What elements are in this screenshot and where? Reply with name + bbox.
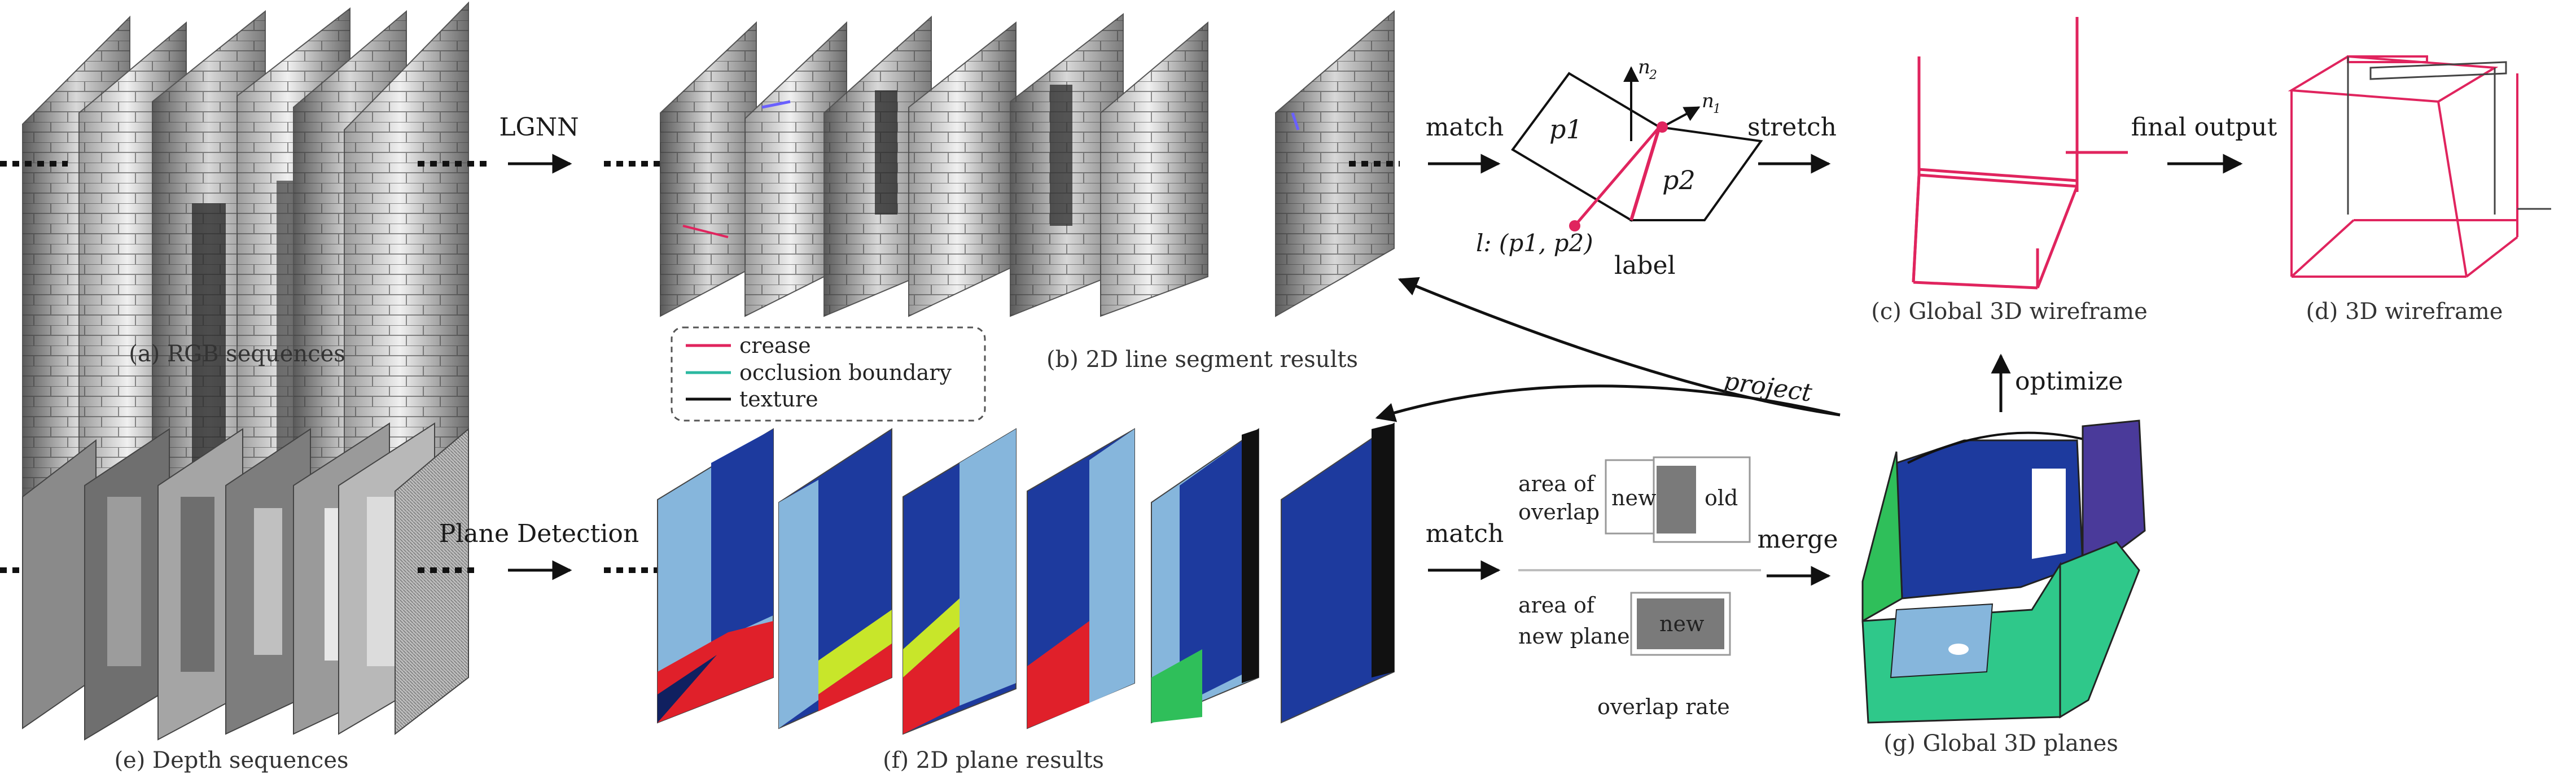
line-frame [1100,21,1208,317]
project-label: project [1721,366,1814,407]
svg-text:occlusion boundary: occlusion boundary [739,360,952,385]
caption-plane-results: (f) 2D plane results [883,747,1104,773]
plane-frame [1151,428,1259,724]
legend-item-crease: crease [686,333,811,358]
area-of-new-plane-label-2: new plane [1518,624,1630,649]
caption-global-3d-planes: (g) Global 3D planes [1883,731,2118,756]
caption-rgb-sequences: (a) RGB sequences [129,341,345,367]
depth-sequence-stack: (e) Depth sequences [0,422,474,773]
caption-global-3d-wireframe: (c) Global 3D wireframe [1871,299,2148,325]
plane-p1-label: p1 [1549,114,1583,145]
optimize-label: optimize [2015,367,2123,396]
line-frame [908,21,1017,317]
stretch-arrow: stretch [1747,113,1837,174]
plane-frame [657,428,774,724]
area-of-overlap-label: area of [1518,471,1596,496]
svg-text:n: n [1702,90,1714,112]
line-frame [1010,12,1124,317]
optimize-arrow: optimize [1991,353,2123,412]
plane-frame [778,428,892,729]
stretch-label: stretch [1747,113,1837,142]
label-caption: label [1614,251,1676,280]
match-top-label: match [1426,113,1504,142]
plane-frame [903,428,1017,735]
line-type-legend: crease occlusion boundary texture [671,326,986,422]
line-frame [660,21,757,317]
svg-text:1: 1 [1713,102,1721,116]
match-bottom-arrow: match [1426,519,1504,580]
plane-p2-label: p2 [1662,165,1696,195]
line-frame [1275,10,1395,317]
lgnn-arrow: LGNN [499,113,579,174]
global-3d-wireframe: (c) Global 3D wireframe [1871,17,2148,325]
plane-detection-label: Plane Detection [439,519,639,548]
line-segment-stack: (b) 2D line segment results [604,10,1400,373]
depth-frame [395,427,469,736]
final-output-arrow: final output [2131,113,2277,174]
final-3d-wireframe: (d) 3D wireframe [2288,55,2551,325]
area-of-new-plane-label: area of [1518,593,1596,618]
plane-result-stack: (f) 2D plane results [604,422,1395,773]
depth-frame [157,428,243,741]
depth-frame [84,428,170,741]
svg-text:crease: crease [739,333,811,358]
overlap-rate-panel: area of overlap new old area of new plan… [1518,456,1761,719]
old-box-label: old [1705,486,1738,510]
normal-n2-label: n 2 [1638,56,1657,82]
match-top-arrow: match [1426,113,1504,174]
legend-item-texture: texture [686,387,818,412]
overlap-rate-label: overlap rate [1597,694,1730,719]
svg-text:2: 2 [1649,68,1657,82]
svg-text:texture: texture [739,387,818,412]
match-bottom-label: match [1426,519,1504,548]
final-output-label: final output [2131,113,2277,142]
new-plane-box-label: new [1659,611,1705,636]
global-3d-planes: (g) Global 3D planes [1861,419,2146,756]
line-frame [823,15,932,317]
depth-frame [225,428,311,735]
caption-3d-wireframe: (d) 3D wireframe [2306,299,2503,325]
plane-frame [1027,428,1135,729]
lgnn-label: LGNN [499,113,579,142]
area-of-overlap-label-2: overlap [1518,500,1600,524]
plane-pair-label-diagram: p1 p2 n 2 n 1 l: (p1, p2) label [1476,56,1763,280]
merge-label: merge [1758,525,1838,554]
line-pair-label: l: (p1, p2) [1476,229,1593,257]
project-arrows: project [1375,277,1841,422]
overlap-box: new old [1605,456,1751,543]
merge-arrow: merge [1758,525,1838,586]
plane-frame [1281,422,1395,724]
svg-text:n: n [1638,56,1650,78]
plane-detection-arrow: Plane Detection [439,519,639,580]
legend-item-occlusion-boundary: occlusion boundary [686,360,952,385]
line-frame [744,21,847,317]
caption-line-segment-results: (b) 2D line segment results [1046,347,1358,373]
new-plane-box: new [1630,592,1731,656]
caption-depth-sequences: (e) Depth sequences [114,747,348,773]
normal-n1-label: n 1 [1702,90,1721,116]
new-box-label: new [1611,486,1657,510]
